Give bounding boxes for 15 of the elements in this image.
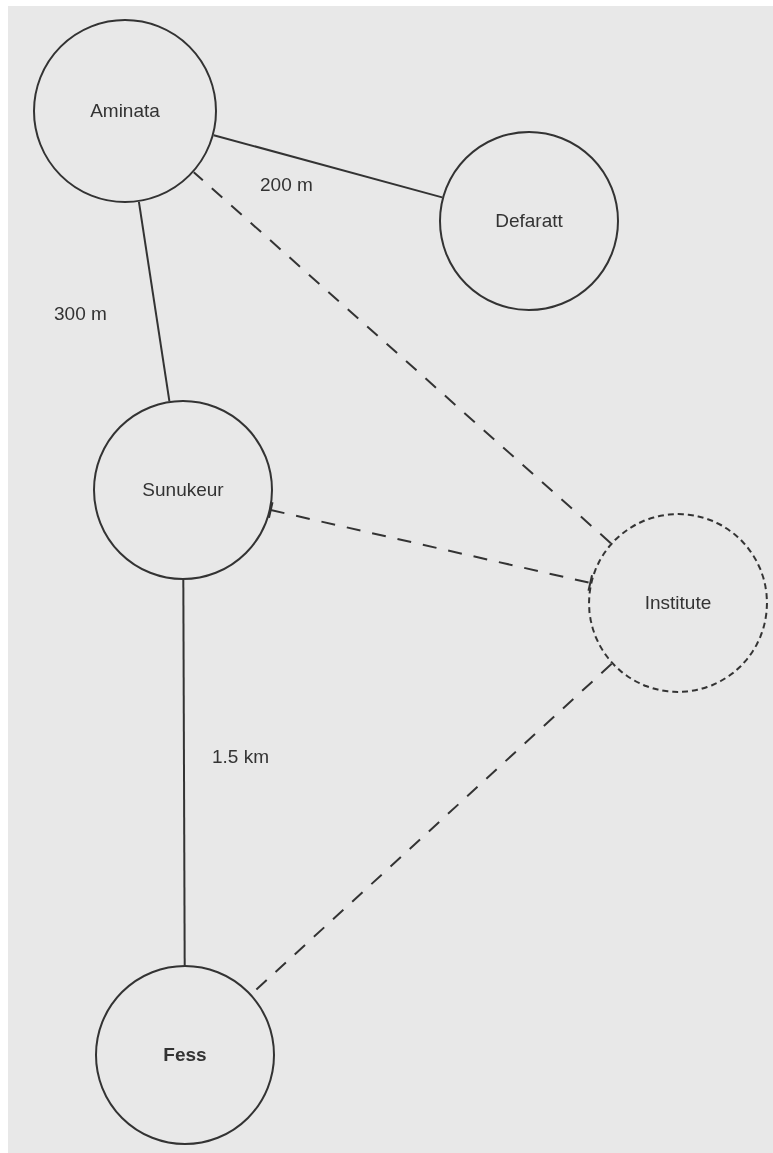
circle-node xyxy=(93,400,273,580)
circle-node xyxy=(439,131,619,311)
dashed-connector xyxy=(267,501,594,592)
node-label: Institute xyxy=(644,592,712,614)
node-label: Aminata xyxy=(90,100,160,122)
circle-node xyxy=(33,19,217,203)
node-label: Sunukeur xyxy=(142,479,224,501)
circle-node xyxy=(95,965,275,1145)
connector-line xyxy=(137,200,171,403)
node-label: Fess xyxy=(163,1044,207,1066)
node-label: Defaratt xyxy=(495,210,563,232)
connector-line xyxy=(182,579,186,966)
dashed-connector xyxy=(192,171,612,545)
connector-line xyxy=(212,134,444,199)
dashed-circle-node xyxy=(588,513,768,693)
